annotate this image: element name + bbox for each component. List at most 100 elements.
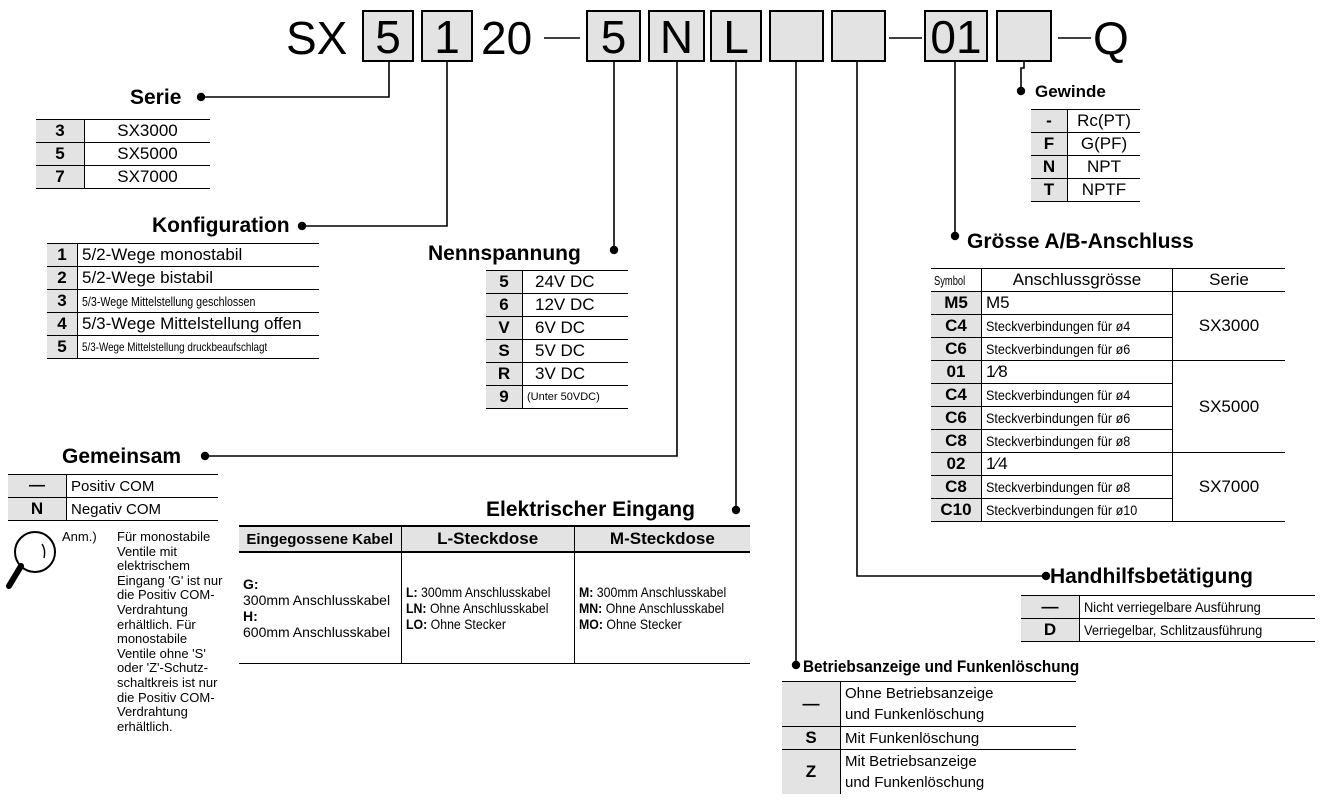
betriebsanzeige-title: Betriebsanzeige und Funkenlöschung — [803, 655, 1110, 679]
gewinde-value: G(PF) — [1067, 132, 1140, 156]
note-line: Ventile mit — [117, 543, 177, 559]
nennspannung-key: 9 — [486, 385, 523, 409]
groesse-value: M5 — [981, 291, 1173, 315]
gewinde-key: - — [1031, 109, 1068, 133]
serie-key: 3 — [36, 119, 85, 143]
note-line: Verdrahtung — [117, 601, 188, 617]
konfiguration-value: 5/2-Wege bistabil — [77, 266, 319, 290]
nennspannung-value: (Unter 50VDC) — [522, 385, 628, 409]
gemeinsam-title: Gemeinsam — [62, 445, 182, 468]
elektrisch-title: Elektrischer Eingang — [486, 498, 695, 521]
handhilf-value: Verriegelbar, Schlitzausführung — [1079, 618, 1315, 642]
groesse-serie: SX5000 — [1172, 360, 1285, 453]
table-row: —Positiv COM — [8, 474, 218, 498]
code-box-konfiguration: 1 — [421, 10, 473, 62]
betriebsanzeige-line: Mit Betriebsanzeige — [845, 753, 977, 770]
groesse-key: C4 — [931, 383, 982, 407]
groesse-key: M5 — [931, 291, 982, 315]
konfiguration-value-text: 5/3-Wege Mittelstellung geschlossen — [82, 293, 256, 309]
gewinde-dot — [1016, 86, 1026, 96]
code-box-serie: 5 — [362, 10, 414, 62]
betriebsanzeige-line: Ohne Betriebsanzeige — [845, 685, 994, 702]
m-text: 300mm Anschlusskabel — [596, 584, 726, 600]
handhilf-value-text: Verriegelbar, Schlitzausführung — [1084, 622, 1263, 638]
konfiguration-value: 5/3-Wege Mittelstellung druckbeaufschlag… — [77, 335, 319, 359]
groesse-key: 01 — [931, 360, 982, 384]
gemeinsam-key: N — [8, 497, 67, 521]
groesse-header: Serie — [1172, 268, 1285, 292]
table-header-row: Symbol Anschlussgrösse Serie — [931, 268, 1285, 292]
konfiguration-key: 2 — [47, 266, 78, 290]
groesse-serie: SX3000 — [1172, 291, 1285, 361]
nennspannung-value: 5V DC — [522, 339, 628, 363]
code-box-groesse: 01 — [924, 10, 988, 62]
konfiguration-title: Konfiguration — [152, 214, 290, 237]
groesse-title: Grösse A/B-Anschluss — [967, 230, 1194, 253]
code-suffix: Q — [1093, 12, 1129, 64]
note-line: elektrischem — [117, 558, 190, 574]
groesse-value-text: Steckverbindungen für ø4 — [986, 318, 1131, 334]
code-prefix: SX — [286, 12, 348, 64]
serie-title: Serie — [130, 86, 182, 109]
groesse-value-text: Steckverbindungen für ø6 — [986, 341, 1131, 357]
cable-code: H: — [243, 608, 258, 624]
code-box-gewinde — [996, 10, 1052, 62]
magnifier-icon — [6, 531, 56, 589]
groesse-value: Steckverbindungen für ø4 — [981, 383, 1173, 407]
handhilf-value-text: Nicht verriegelbare Ausführung — [1084, 599, 1261, 615]
l-code: LN: — [405, 600, 427, 616]
nennspannung-key: 5 — [486, 270, 523, 294]
gewinde-value: Rc(PT) — [1067, 109, 1140, 133]
gemeinsam-note-label: Anm.) — [62, 529, 97, 544]
note-line: die Positiv COM- — [117, 689, 215, 705]
betriebsanzeige-line: und Funkenlöschung — [845, 706, 985, 723]
code-box-gemeinsam: N — [648, 10, 705, 62]
groesse-value-text: Steckverbindungen für ø8 — [986, 433, 1131, 449]
handhilf-value: Nicht verriegelbare Ausführung — [1079, 595, 1315, 619]
m-text: Ohne Stecker — [606, 616, 682, 632]
groesse-value: Steckverbindungen für ø4 — [981, 314, 1173, 338]
konfiguration-connector — [305, 62, 448, 227]
cable-code: G: — [243, 576, 259, 592]
nennspannung-value: 3V DC — [522, 362, 628, 386]
groesse-dot — [950, 231, 960, 241]
code-box-elektrisch: L — [710, 10, 762, 62]
serie-value: SX3000 — [84, 119, 210, 143]
betriebsanzeige-key: Z — [782, 749, 841, 794]
groesse-header-text: Symbol — [934, 273, 966, 288]
note-line: Verdrahtung — [117, 704, 188, 720]
m-code: M: — [578, 584, 594, 600]
table-row: -Rc(PT) — [1031, 109, 1140, 133]
groesse-value-text: Steckverbindungen für ø8 — [986, 479, 1131, 495]
groesse-value: 1⁄4 — [981, 452, 1173, 476]
table-row: 9(Unter 50VDC) — [486, 385, 628, 409]
cable-text: 300mm Anschlusskabel — [243, 592, 391, 608]
table-row: G: 300mm Anschlusskabel H: 600mm Anschlu… — [239, 551, 750, 664]
groesse-serie: SX7000 — [1172, 452, 1285, 522]
konfiguration-value: 5/2-Wege monostabil — [77, 243, 319, 267]
groesse-key: 02 — [931, 452, 982, 476]
l-text: Ohne Stecker — [430, 616, 506, 632]
serie-connector — [204, 62, 390, 98]
betriebsanzeige-line: und Funkenlöschung — [845, 774, 985, 791]
betriebsanzeige-value: Mit Funkenlöschung — [840, 726, 1076, 750]
gewinde-connector — [1020, 62, 1025, 88]
nennspannung-key: S — [486, 339, 523, 363]
